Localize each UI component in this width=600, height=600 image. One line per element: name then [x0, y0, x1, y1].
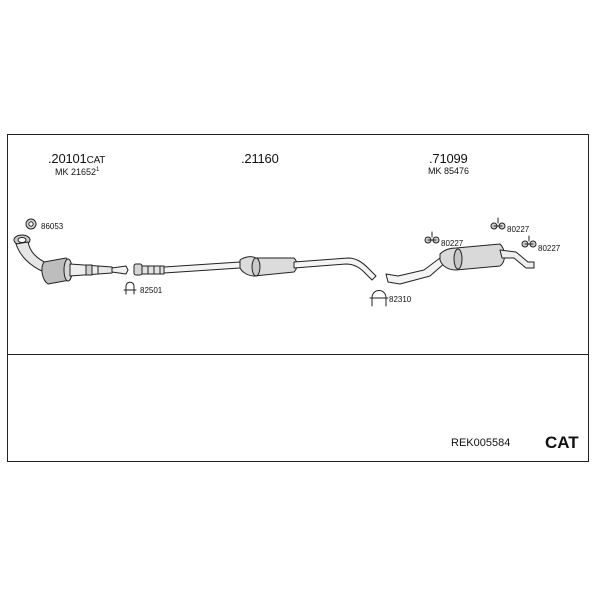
mk-number: MK 21652: [55, 167, 97, 177]
rear-silencer-icon[interactable]: [385, 243, 535, 285]
mk-number: MK 85476: [428, 166, 470, 176]
part-label-clamp-rear[interactable]: 82310: [389, 295, 412, 304]
diagram-frame: [7, 134, 589, 462]
middle-pipe-icon[interactable]: [133, 256, 377, 281]
part-number-21160: .21160: [241, 151, 279, 166]
clamp-rear-icon[interactable]: [369, 290, 389, 307]
mk-note: 1: [96, 167, 100, 173]
hanger-mid-icon[interactable]: [490, 217, 506, 230]
diagram-divider: [7, 354, 589, 355]
part-suffix-cat: CAT: [86, 155, 106, 166]
catalytic-converter-icon[interactable]: [13, 234, 129, 285]
cat-badge: CAT: [545, 433, 579, 452]
reference-code: REK005584: [451, 437, 511, 449]
group-label-catalytic-converter[interactable]: .20101CAT: [48, 152, 105, 166]
clamp-front-icon[interactable]: [123, 281, 137, 295]
part-number-71099: .71099: [429, 151, 468, 166]
gasket-ring-icon[interactable]: [25, 218, 37, 230]
part-label-clamp-front[interactable]: 82501: [140, 286, 163, 295]
part-label-hanger-left[interactable]: 80227: [441, 239, 464, 248]
part-label-hanger-mid[interactable]: 80227: [507, 225, 530, 234]
hanger-left-icon[interactable]: [424, 231, 440, 244]
mk-label-21652: MK 216521: [55, 167, 99, 177]
part-number-20101: .20101: [48, 151, 87, 166]
hanger-right-icon[interactable]: [521, 235, 537, 248]
group-label-middle-pipe[interactable]: .21160: [241, 152, 279, 165]
part-label-gasket[interactable]: 86053: [41, 222, 64, 231]
mk-label-85476: MK 85476: [428, 167, 469, 176]
part-label-hanger-right[interactable]: 80227: [538, 244, 561, 253]
group-label-rear-silencer[interactable]: .71099: [429, 152, 468, 165]
